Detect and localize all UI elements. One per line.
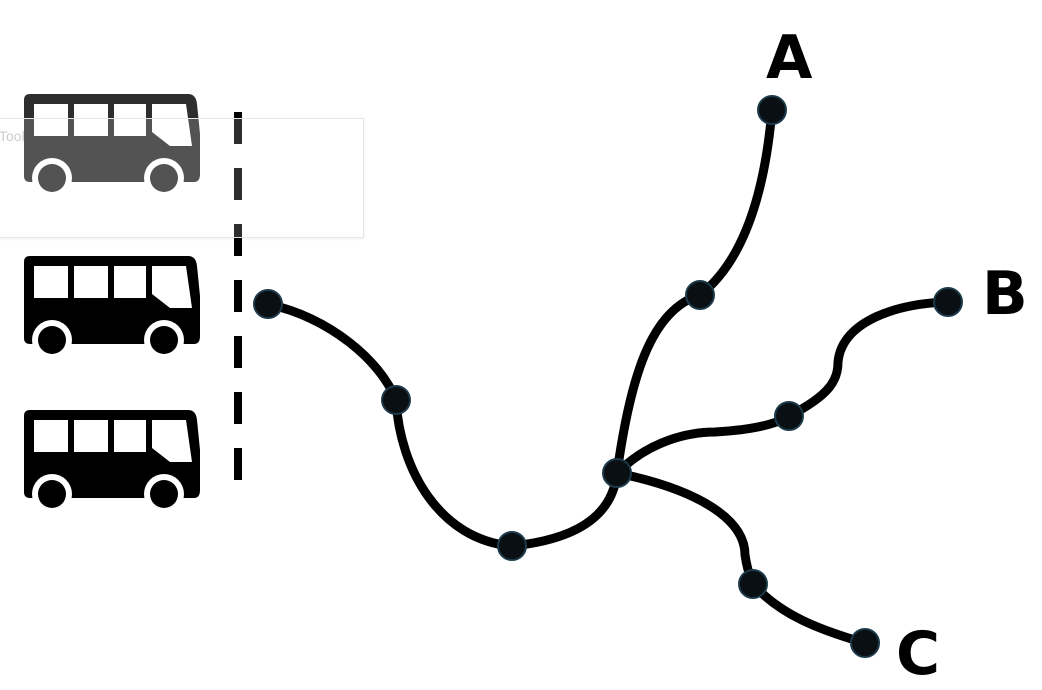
- stop-node: [497, 531, 527, 561]
- tooltip: Tool: [0, 118, 364, 238]
- junction-node: [602, 458, 632, 488]
- terminal-node-c: [850, 628, 880, 658]
- stop-node: [253, 289, 283, 319]
- stop-node: [685, 280, 715, 310]
- stop-node: [738, 569, 768, 599]
- stop-node: [774, 401, 804, 431]
- label-b: B: [982, 259, 1028, 329]
- terminal-node-a: [757, 95, 787, 125]
- bus-icon: [24, 410, 200, 514]
- terminal-node-b: [933, 287, 963, 317]
- label-a: A: [766, 23, 813, 93]
- tooltip-text: Tool: [0, 128, 25, 144]
- route-main: [263, 299, 622, 551]
- stop-node: [381, 385, 411, 415]
- route-c: [612, 468, 870, 648]
- label-c: C: [896, 619, 940, 689]
- bus-icon: [24, 256, 200, 360]
- route-b: [612, 297, 953, 478]
